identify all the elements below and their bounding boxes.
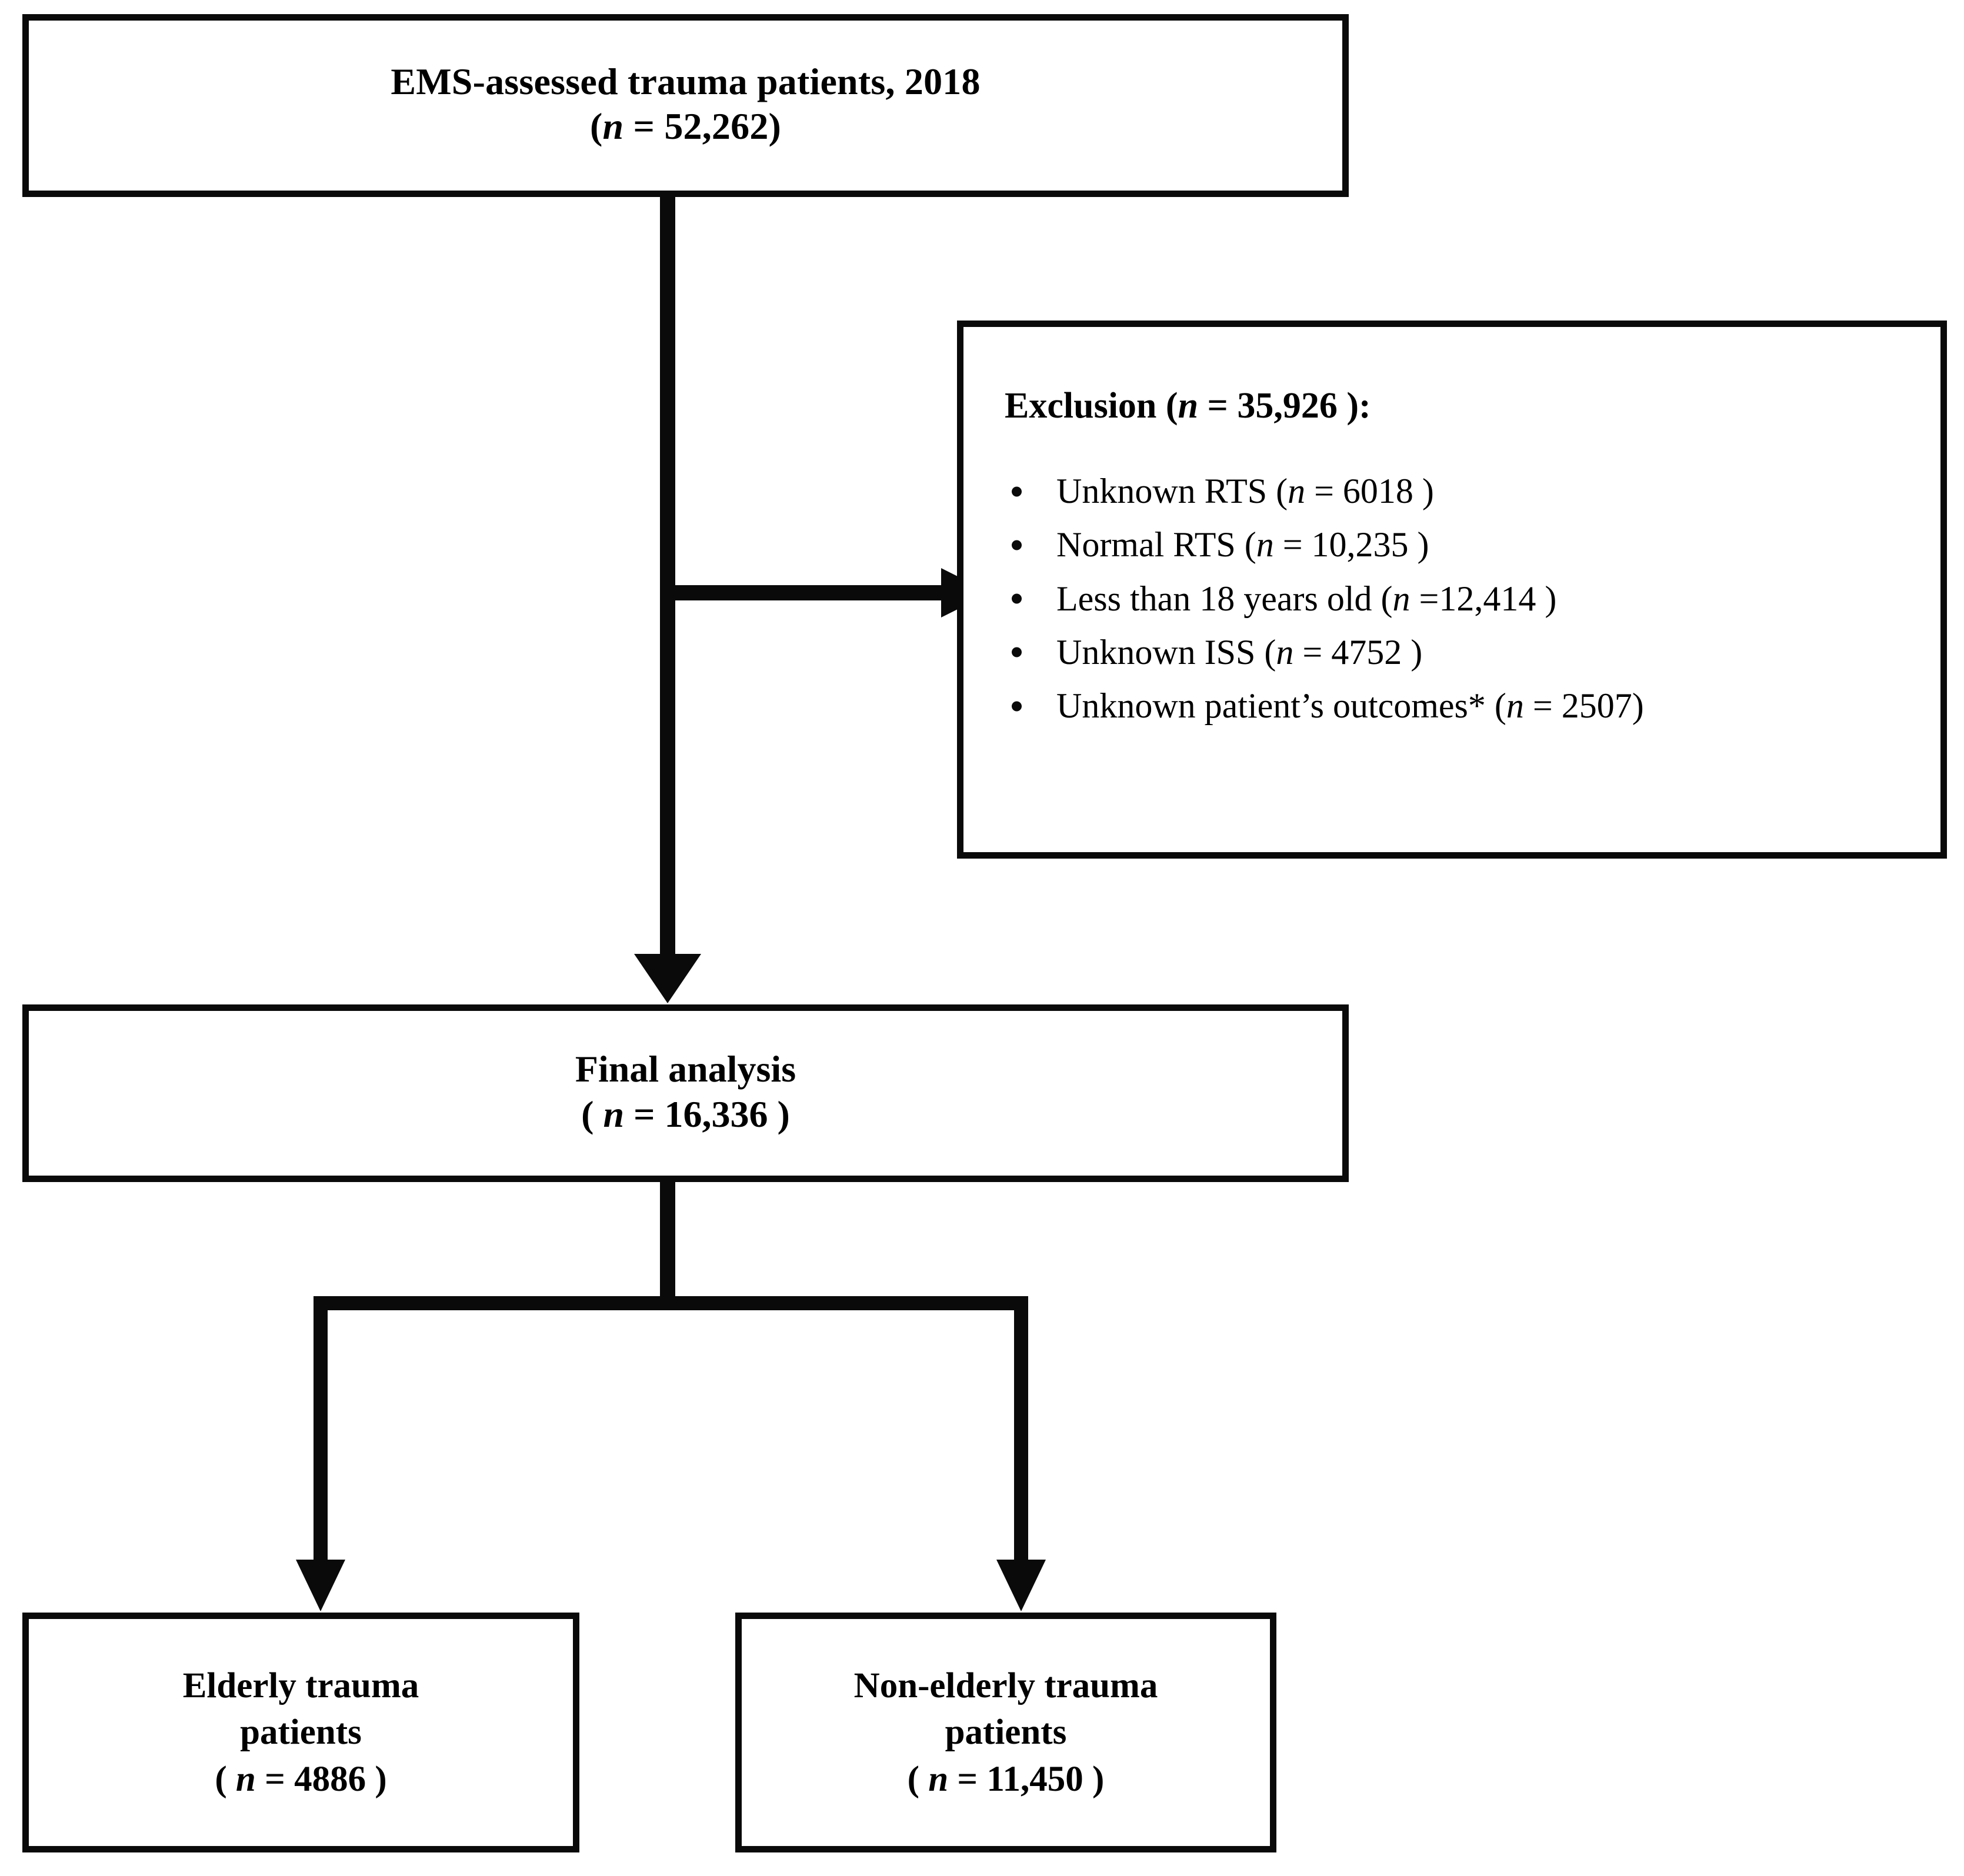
- node-exclusion-criteria: Exclusion (n = 35,926 ): Unknown RTS (n …: [957, 321, 1947, 859]
- elderly-count: ( n = 4886 ): [215, 1759, 387, 1799]
- n-symbol: n: [603, 1093, 625, 1135]
- exclusion-item-unknown-iss: Unknown ISS (n = 4752 ): [1005, 626, 1917, 679]
- exclusion-item-normal-rts: Normal RTS (n = 10,235 ): [1005, 518, 1917, 572]
- n-symbol: n: [1506, 686, 1524, 725]
- exclusion-criteria-list: Unknown RTS (n = 6018 ) Normal RTS (n = …: [1005, 465, 1917, 733]
- node-source-population: EMS-assessed trauma patients, 2018 (n = …: [22, 14, 1349, 197]
- node-elderly-trauma-patients: Elderly trauma patients ( n = 4886 ): [22, 1613, 579, 1852]
- bullet-icon: [1012, 486, 1022, 497]
- source-count: (n = 52,262): [589, 105, 782, 147]
- n-symbol: n: [602, 105, 624, 147]
- nonelderly-count: ( n = 11,450 ): [907, 1759, 1105, 1799]
- bullet-icon: [1012, 540, 1022, 550]
- node-non-elderly-trauma-patients: Non-elderly trauma patients ( n = 11,450…: [735, 1613, 1276, 1852]
- elderly-title-line2: patients: [240, 1713, 362, 1753]
- n-symbol: n: [1392, 579, 1411, 618]
- elderly-title-line1: Elderly trauma: [182, 1666, 419, 1706]
- n-symbol: n: [1178, 386, 1199, 426]
- connector-final-split: [296, 1182, 1046, 1611]
- n-symbol: n: [1288, 472, 1306, 511]
- bullet-icon: [1012, 701, 1022, 712]
- nonelderly-title-line1: Non-elderly trauma: [853, 1666, 1158, 1706]
- n-symbol: n: [1256, 525, 1274, 565]
- bullet-icon: [1012, 593, 1022, 604]
- bullet-icon: [1012, 647, 1022, 657]
- exclusion-item-unknown-outcomes: Unknown patient’s outcomes* (n = 2507): [1005, 679, 1917, 733]
- source-title: EMS-assessed trauma patients, 2018: [391, 60, 981, 102]
- exclusion-item-unknown-rts: Unknown RTS (n = 6018 ): [1005, 465, 1917, 518]
- final-count: ( n = 16,336 ): [581, 1093, 790, 1135]
- final-title: Final analysis: [575, 1048, 796, 1090]
- n-symbol: n: [235, 1759, 256, 1799]
- n-symbol: n: [1276, 632, 1294, 672]
- connector-source-to-final: [634, 197, 701, 1003]
- n-symbol: n: [928, 1759, 949, 1799]
- exclusion-item-under-18: Less than 18 years old (n =12,414 ): [1005, 572, 1917, 626]
- nonelderly-title-line2: patients: [945, 1713, 1067, 1753]
- node-final-analysis: Final analysis ( n = 16,336 ): [22, 1004, 1349, 1182]
- exclusion-heading: Exclusion (n = 35,926 ):: [1005, 386, 1371, 426]
- connector-source-to-exclusion: [668, 568, 991, 617]
